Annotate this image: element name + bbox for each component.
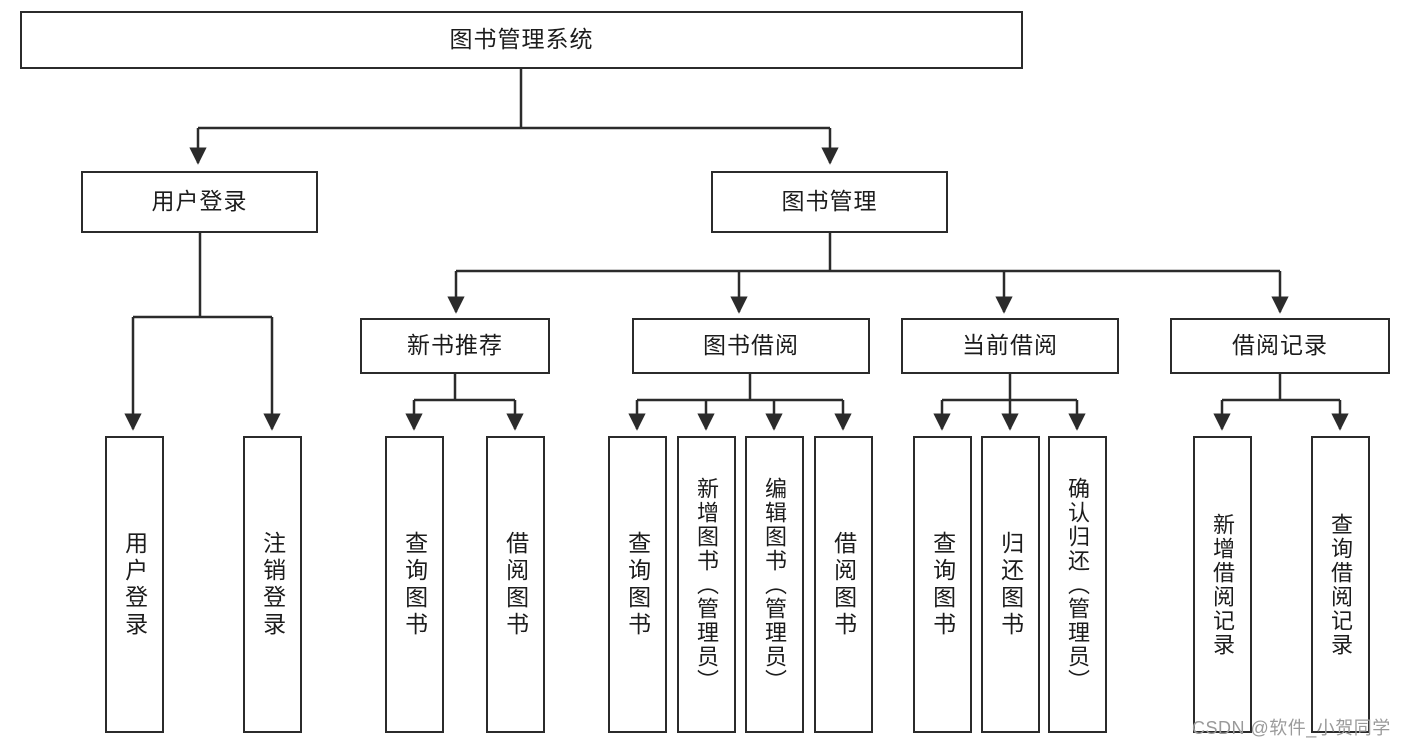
node-label: 当前借阅 xyxy=(962,332,1058,359)
node-current-borrowing[interactable]: 当前借阅 xyxy=(901,318,1119,374)
node-label: 编辑图书（管理员） xyxy=(762,476,788,693)
leaf-confirm-return-admin[interactable]: 确认归还（管理员） xyxy=(1048,436,1107,733)
node-label: 借阅图书 xyxy=(830,530,857,639)
watermark-text: CSDN @软件_小贺同学 xyxy=(1192,718,1391,738)
leaf-borrow-books[interactable]: 借阅图书 xyxy=(814,436,873,733)
node-root-book-management-system[interactable]: 图书管理系统 xyxy=(20,11,1023,69)
node-label: 图书借阅 xyxy=(703,332,799,359)
node-label: 借阅图书 xyxy=(502,530,529,639)
node-label: 归还图书 xyxy=(997,530,1024,639)
node-label: 图书管理系统 xyxy=(449,26,594,53)
node-label: 借阅记录 xyxy=(1232,332,1328,359)
node-label: 查询图书 xyxy=(624,530,651,639)
node-label: 用户登录 xyxy=(121,530,148,639)
node-new-book-recommendation[interactable]: 新书推荐 xyxy=(360,318,550,374)
node-label: 新增借阅记录 xyxy=(1210,512,1236,657)
leaf-edit-book-admin[interactable]: 编辑图书（管理员） xyxy=(745,436,804,733)
leaf-add-book-admin[interactable]: 新增图书（管理员） xyxy=(677,436,736,733)
node-book-management-branch[interactable]: 图书管理 xyxy=(711,171,948,233)
leaf-query-books-recommendation[interactable]: 查询图书 xyxy=(385,436,444,733)
leaf-query-borrow-record[interactable]: 查询借阅记录 xyxy=(1311,436,1370,733)
leaf-user-login[interactable]: 用户登录 xyxy=(105,436,164,733)
node-label: 图书管理 xyxy=(781,188,878,215)
leaf-query-books-current[interactable]: 查询图书 xyxy=(913,436,972,733)
node-label: 新书推荐 xyxy=(407,332,503,359)
node-label: 查询图书 xyxy=(401,530,428,639)
node-user-login-branch[interactable]: 用户登录 xyxy=(81,171,318,233)
node-label: 用户登录 xyxy=(151,188,248,215)
leaf-query-books-borrow[interactable]: 查询图书 xyxy=(608,436,667,733)
node-borrow-records[interactable]: 借阅记录 xyxy=(1170,318,1390,374)
leaf-return-books[interactable]: 归还图书 xyxy=(981,436,1040,733)
node-label: 注销登录 xyxy=(259,530,286,639)
node-book-borrow[interactable]: 图书借阅 xyxy=(632,318,870,374)
node-label: 查询借阅记录 xyxy=(1328,512,1354,657)
leaf-logout[interactable]: 注销登录 xyxy=(243,436,302,733)
node-label: 新增图书（管理员） xyxy=(694,476,720,693)
leaf-borrow-books-recommendation[interactable]: 借阅图书 xyxy=(486,436,545,733)
node-label: 确认归还（管理员） xyxy=(1065,476,1091,693)
node-label: 查询图书 xyxy=(929,530,956,639)
leaf-add-borrow-record[interactable]: 新增借阅记录 xyxy=(1193,436,1252,733)
